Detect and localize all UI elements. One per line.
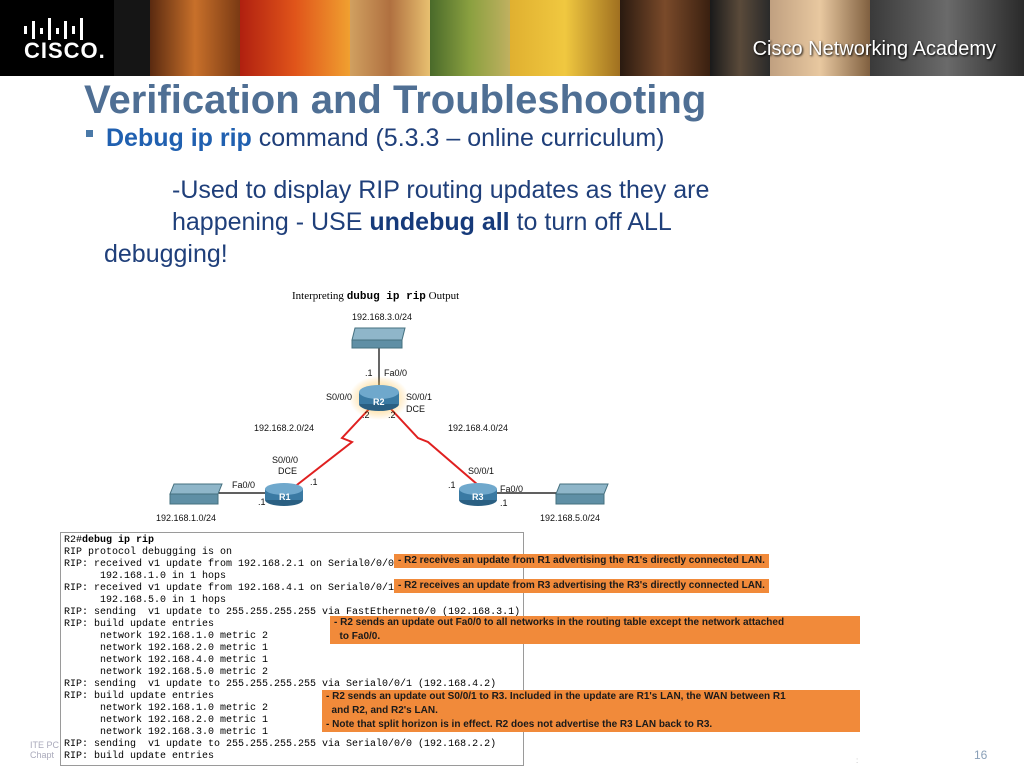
r3-s-host: .1 bbox=[448, 480, 456, 490]
cisco-logo: CISCO. bbox=[0, 0, 114, 76]
banner-photo-8 bbox=[770, 0, 870, 76]
net1-label: 192.168.1.0/24 bbox=[156, 513, 217, 523]
line3-pre: happening - USE bbox=[172, 208, 370, 236]
console-line: RIP: build update entries bbox=[64, 619, 215, 630]
console-line: network 192.168.2.0 metric 1 bbox=[64, 643, 269, 654]
bullet-line: Debug ip rip command (5.3.3 – online cur… bbox=[106, 124, 665, 153]
diagram-title-post: Output bbox=[425, 290, 460, 302]
footer-line-2: Chapt bbox=[30, 750, 55, 760]
r3-fa-label: Fa0/0 bbox=[500, 484, 524, 494]
router-icon bbox=[359, 385, 399, 411]
console-line: network 192.168.2.0 metric 1 bbox=[64, 715, 269, 726]
banner-photo-2 bbox=[240, 0, 350, 76]
r1-s-host: .1 bbox=[310, 477, 318, 487]
console-line: RIP: sending v1 update to 255.255.255.25… bbox=[64, 607, 521, 618]
r1-dce-label: DCE bbox=[278, 466, 298, 476]
r2-fa-host: .1 bbox=[365, 368, 373, 378]
annotation-note: - R2 receives an update from R3 advertis… bbox=[394, 579, 769, 593]
slide-title: Verification and Troubleshooting bbox=[84, 78, 707, 122]
bullet-square-icon bbox=[86, 130, 93, 137]
banner-photo-6 bbox=[620, 0, 710, 76]
console-prompt: R2# bbox=[64, 535, 83, 546]
switch-icon bbox=[351, 327, 406, 349]
banner-photo-3 bbox=[350, 0, 430, 76]
network-topology-diagram bbox=[169, 327, 609, 506]
r2-s001-host: .2 bbox=[388, 410, 396, 420]
bullet-rest: command (5.3.3 – online curriculum) bbox=[251, 124, 665, 152]
console-line: network 192.168.3.0 metric 1 bbox=[64, 727, 269, 738]
annotation-note: - R2 sends an update out Fa0/0 to all ne… bbox=[330, 616, 860, 644]
banner-photo-9 bbox=[870, 0, 1024, 76]
console-line: RIP: build update entries bbox=[64, 751, 215, 762]
console-line: RIP protocol debugging is on bbox=[64, 547, 233, 558]
annotation-note: - R2 receives an update from R1 advertis… bbox=[394, 554, 769, 568]
r1-fa-label: Fa0/0 bbox=[232, 480, 256, 490]
switch-icon bbox=[169, 483, 223, 505]
footer-line-1: ITE PC bbox=[30, 740, 60, 750]
r2-s000-label: S0/0/0 bbox=[326, 392, 353, 402]
console-prompt-line: R2#debug ip rip bbox=[64, 535, 154, 546]
console-line: RIP: received v1 update from 192.168.2.1… bbox=[64, 559, 395, 570]
router-icon bbox=[265, 483, 303, 506]
r2-dce-label: DCE bbox=[406, 404, 426, 414]
r1-s000-label: S0/0/0 bbox=[272, 455, 299, 465]
diagram-title: Interpreting dubug ip rip Output bbox=[292, 290, 459, 303]
academy-text: Cisco Networking Academy bbox=[752, 38, 996, 60]
console-line: RIP: sending v1 update to 255.255.255.25… bbox=[64, 739, 497, 750]
r2-fa-label: Fa0/0 bbox=[384, 368, 408, 378]
switch-icon bbox=[555, 483, 609, 505]
net4-label: 192.168.4.0/24 bbox=[448, 423, 509, 433]
diagram-title-cmd: dubug ip rip bbox=[346, 291, 426, 303]
banner-photo-7 bbox=[710, 0, 770, 76]
console-line: RIP: sending v1 update to 255.255.255.25… bbox=[64, 679, 497, 690]
console-command: debug ip rip bbox=[82, 535, 155, 546]
diagram-title-pre: Interpreting bbox=[292, 290, 347, 302]
body-line-3: happening - USE undebug all to turn off … bbox=[172, 208, 672, 237]
banner-photo-1 bbox=[150, 0, 240, 76]
router-r2-label: R2 bbox=[373, 397, 385, 407]
header-banner: CISCO. Cisco Networking Academy bbox=[0, 0, 1024, 76]
r3-s001-label: S0/0/1 bbox=[468, 466, 495, 476]
net3-label: 192.168.3.0/24 bbox=[352, 312, 413, 322]
body-line-4: debugging! bbox=[104, 240, 228, 268]
serial-link-r1-r2 bbox=[283, 407, 371, 496]
logo-text: CISCO. bbox=[24, 38, 106, 63]
footer-dot: : bbox=[856, 756, 859, 765]
console-line: network 192.168.4.0 metric 1 bbox=[64, 655, 269, 666]
bullet-command: Debug ip rip bbox=[106, 124, 252, 152]
net2-label: 192.168.2.0/24 bbox=[254, 423, 315, 433]
router-r1-label: R1 bbox=[279, 492, 291, 502]
annotation-note: - R2 sends an update out S0/0/1 to R3. I… bbox=[322, 690, 860, 732]
r3-fa-host: .1 bbox=[500, 498, 508, 508]
r1-fa-host: .1 bbox=[258, 497, 266, 507]
r2-s001-label: S0/0/1 bbox=[406, 392, 433, 402]
console-line: 192.168.1.0 in 1 hops bbox=[64, 571, 227, 582]
banner-photo-5 bbox=[510, 0, 620, 76]
console-line: network 192.168.5.0 metric 2 bbox=[64, 667, 269, 678]
r2-s000-host: .2 bbox=[362, 410, 370, 420]
line3-post: to turn off ALL bbox=[509, 208, 672, 236]
banner-photo-4 bbox=[430, 0, 510, 76]
body-line-2: -Used to display RIP routing updates as … bbox=[172, 176, 710, 204]
console-line: 192.168.5.0 in 1 hops bbox=[64, 595, 227, 606]
net5-label: 192.168.5.0/24 bbox=[540, 513, 601, 523]
line3-bold: undebug all bbox=[369, 208, 510, 236]
console-line: RIP: build update entries bbox=[64, 691, 215, 702]
serial-link-r2-r3 bbox=[389, 407, 479, 486]
page-number: 16 bbox=[974, 748, 988, 762]
console-output: R2#debug ip rip RIP protocol debugging i… bbox=[60, 532, 524, 766]
cisco-bars-icon bbox=[24, 18, 83, 40]
console-line: network 192.168.1.0 metric 2 bbox=[64, 703, 269, 714]
console-line: network 192.168.1.0 metric 2 bbox=[64, 631, 269, 642]
console-line: RIP: received v1 update from 192.168.4.1… bbox=[64, 583, 395, 594]
router-icon bbox=[459, 483, 497, 506]
router-r3-label: R3 bbox=[472, 492, 484, 502]
